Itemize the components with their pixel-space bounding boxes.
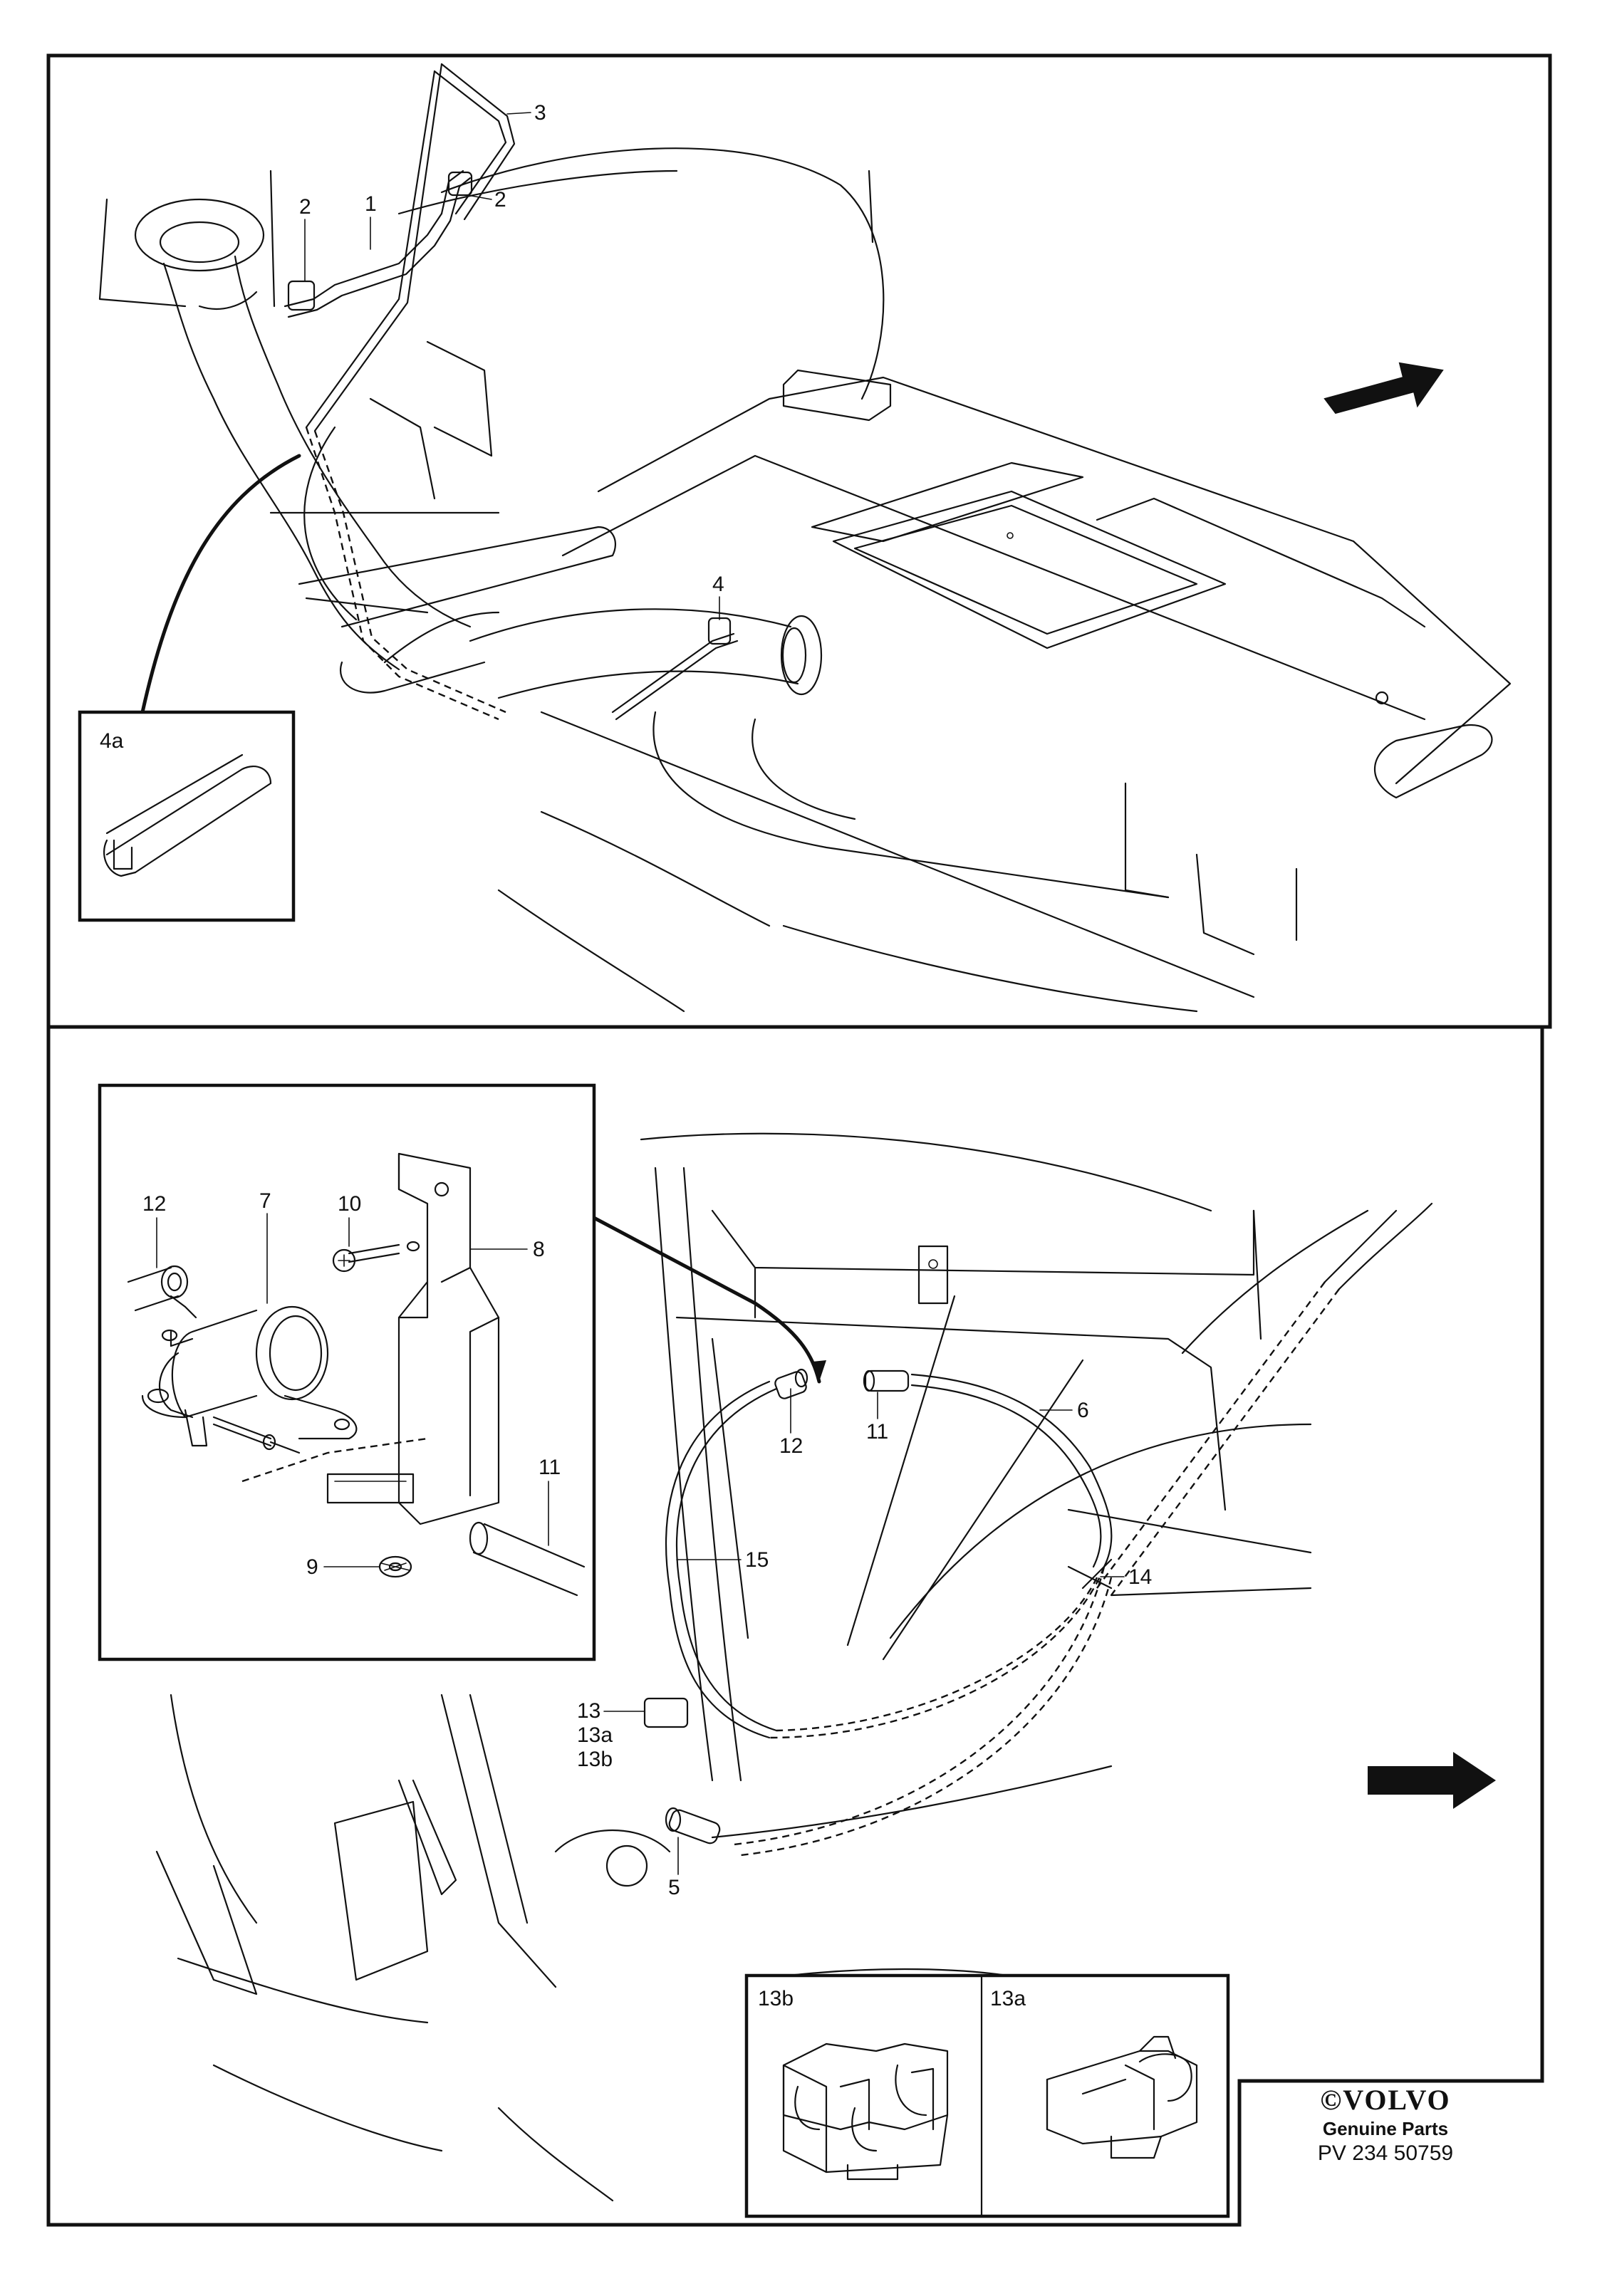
filler-neck xyxy=(134,198,472,671)
callout-15: 15 xyxy=(745,1548,769,1572)
callout-13: 13 xyxy=(577,1699,600,1723)
inset-fuel-pump xyxy=(98,1083,596,1661)
callout-13a: 13a xyxy=(577,1723,613,1747)
bottom-callouts: 12 11 6 15 14 13 13a 13b 5 xyxy=(577,1388,1152,1899)
inset-4a-leader xyxy=(140,454,301,714)
callout-4: 4 xyxy=(712,573,724,596)
bottom-direction-arrow xyxy=(1368,1752,1496,1809)
inset-pump-leader xyxy=(589,1214,821,1384)
brand-name: ©VOLVO xyxy=(1268,2083,1503,2117)
top-callouts: 1 2 2 3 4 xyxy=(299,101,724,620)
inset-4a-frame xyxy=(78,710,296,922)
callout-1: 1 xyxy=(365,192,377,216)
fuel-lines xyxy=(643,1202,1433,1857)
top-body-outline xyxy=(98,147,1512,1013)
volvo-wordmark: VOLVO xyxy=(1343,2084,1451,2116)
inset-pump-frame xyxy=(98,1083,596,1661)
bottom-body-outline xyxy=(155,1132,1369,2202)
inset-13b-label: 13b xyxy=(758,1987,794,2010)
callout-11-inset: 11 xyxy=(539,1456,561,1479)
clip-13b xyxy=(782,2042,949,2181)
bracket-8 xyxy=(397,1152,500,1525)
callout-11: 11 xyxy=(866,1420,888,1444)
callout-9: 9 xyxy=(306,1555,318,1579)
bottom-panel: 12 7 10 8 11 9 12 11 6 15 14 13 xyxy=(46,1025,1544,2227)
callout-12-inset: 12 xyxy=(142,1192,166,1216)
washer-9 xyxy=(378,1555,412,1578)
callout-13b: 13b xyxy=(577,1748,613,1771)
callout-2b: 2 xyxy=(494,188,506,212)
clip-13a xyxy=(1046,2035,1198,2159)
top-panel: 4a 1 2 2 3 4 xyxy=(46,53,1552,1029)
edge-trim-profile xyxy=(105,766,272,874)
cross-pipe xyxy=(298,526,823,699)
inset-clips: 13b 13a xyxy=(744,1973,1230,2218)
callout-7: 7 xyxy=(259,1189,271,1213)
screw-10 xyxy=(348,1243,400,1255)
pump-7 xyxy=(255,1305,329,1401)
copyright-symbol: © xyxy=(1320,2084,1343,2116)
callout-2a: 2 xyxy=(299,195,311,219)
vent-line xyxy=(284,63,739,721)
inset-13a-label: 13a xyxy=(990,1987,1026,2010)
callout-8: 8 xyxy=(533,1238,545,1261)
callout-14: 14 xyxy=(1128,1565,1152,1589)
callout-3: 3 xyxy=(534,101,546,125)
callout-10: 10 xyxy=(338,1192,361,1216)
volvo-brand-block: ©VOLVO Genuine Parts PV 234 50759 xyxy=(1268,2083,1503,2166)
diagram-reference: PV 234 50759 xyxy=(1317,2141,1454,2165)
brand-subtitle: Genuine Parts xyxy=(1322,2118,1449,2139)
inset-4a-label: 4a xyxy=(100,729,124,753)
inset-clips-frame xyxy=(744,1973,1230,2218)
top-direction-arrow xyxy=(1323,362,1444,414)
hose-12 xyxy=(127,1266,172,1283)
hose-11 xyxy=(483,1523,586,1568)
inset-pump-callouts: 12 7 10 8 11 9 xyxy=(142,1189,561,1579)
fuel-tank-top xyxy=(782,369,1493,799)
bottom-panel-frame xyxy=(46,1025,1544,2227)
inset-4a: 4a xyxy=(78,710,296,922)
callout-6: 6 xyxy=(1077,1399,1089,1422)
callout-5: 5 xyxy=(668,1876,680,1899)
callout-12: 12 xyxy=(779,1434,803,1458)
